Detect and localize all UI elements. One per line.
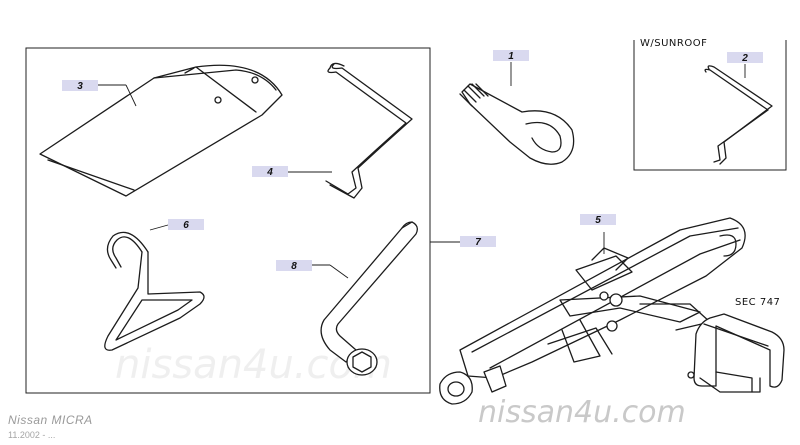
part-3-tool-bag[interactable] bbox=[39, 64, 283, 197]
section-reference-label: SEC 747 bbox=[735, 297, 780, 308]
part-6-hook[interactable] bbox=[104, 231, 205, 351]
callout-3[interactable]: 3 bbox=[62, 80, 98, 92]
svg-text:2: 2 bbox=[741, 53, 748, 64]
svg-text:4: 4 bbox=[266, 167, 273, 178]
svg-text:1: 1 bbox=[508, 51, 514, 62]
callout-7[interactable]: 7 bbox=[460, 236, 496, 248]
site-watermark: nissan4u.com bbox=[478, 395, 686, 430]
svg-text:5: 5 bbox=[595, 215, 601, 226]
part-5-scissor-jack[interactable] bbox=[439, 217, 746, 405]
svg-text:6: 6 bbox=[183, 220, 189, 231]
callout-8[interactable]: 8 bbox=[276, 260, 312, 272]
leader-lines bbox=[98, 62, 746, 279]
svg-text:7: 7 bbox=[475, 237, 481, 248]
callout-5[interactable]: 5 bbox=[580, 214, 616, 226]
callout-2[interactable]: 2 bbox=[727, 52, 763, 64]
callout-1[interactable]: 1 bbox=[493, 50, 529, 62]
part-1-tow-hook[interactable] bbox=[459, 83, 575, 165]
sunroof-label: W/SUNROOF bbox=[640, 38, 707, 49]
part-2-sunroof-handle[interactable] bbox=[704, 65, 773, 165]
part-4-jack-handle[interactable] bbox=[325, 62, 413, 199]
footer-model: Nissan MICRA bbox=[8, 413, 93, 427]
svg-text:8: 8 bbox=[291, 261, 297, 272]
part-8-wheel-wrench[interactable] bbox=[320, 221, 418, 376]
callout-4[interactable]: 4 bbox=[252, 166, 288, 178]
svg-text:3: 3 bbox=[77, 81, 83, 92]
footer-date: 11.2002 - ... bbox=[8, 430, 55, 440]
sec-747-bracket[interactable] bbox=[687, 313, 785, 393]
sunroof-frame bbox=[633, 40, 787, 171]
callout-6[interactable]: 6 bbox=[168, 219, 204, 231]
tool-kit-frame bbox=[25, 47, 431, 394]
